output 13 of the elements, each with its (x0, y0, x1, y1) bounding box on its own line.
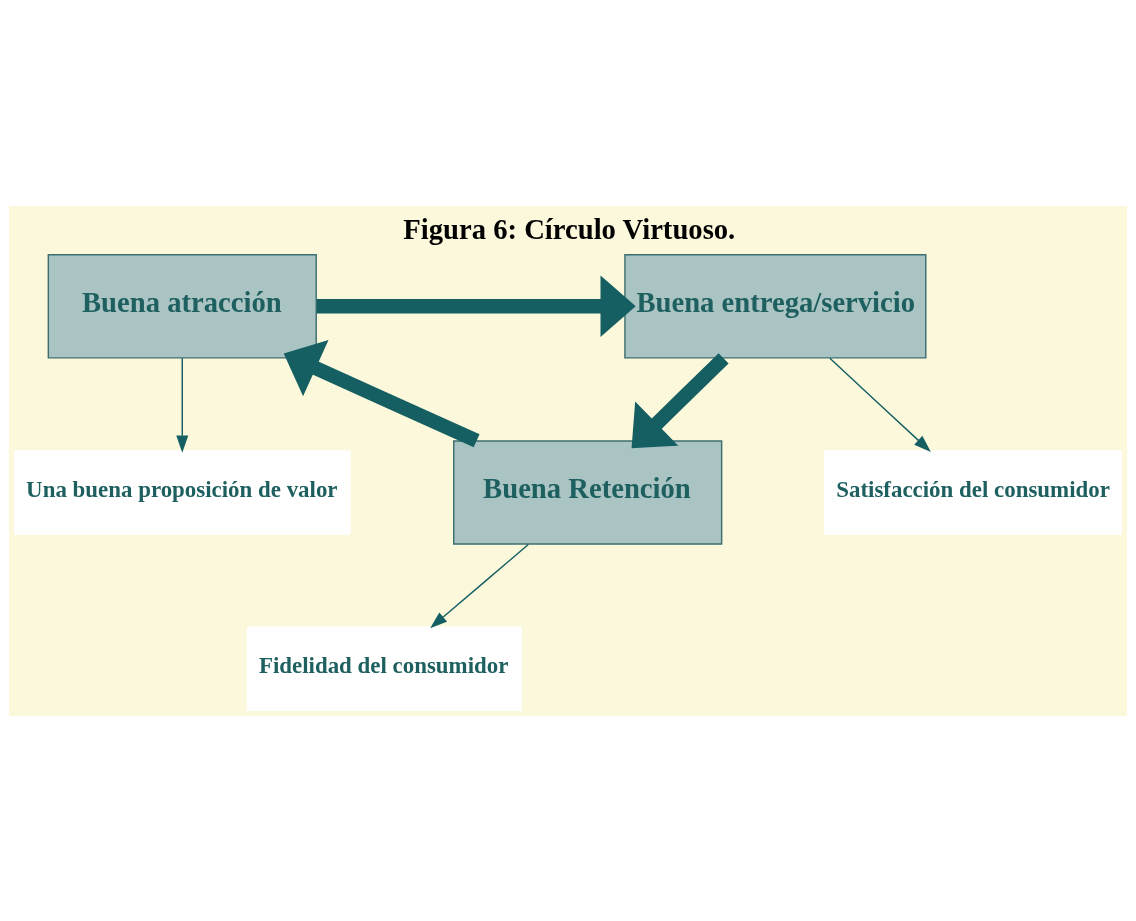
node-box: Una buena proposición de valor (13, 449, 351, 535)
arrow (283, 339, 480, 447)
node-box: Buena Retención (453, 439, 723, 545)
arrow (631, 352, 729, 448)
arrow (829, 357, 931, 452)
arrow (430, 543, 530, 628)
node-box: Satisfacción del consumidor (824, 449, 1123, 535)
node-box: Fidelidad del consumidor (246, 625, 522, 711)
node-box: Buena entrega/servicio (624, 253, 927, 359)
node-box: Buena atracción (47, 253, 317, 359)
arrow (316, 274, 636, 337)
diagram-title: Figura 6: Círculo Virtuoso. (403, 212, 736, 245)
arrow (176, 357, 189, 453)
